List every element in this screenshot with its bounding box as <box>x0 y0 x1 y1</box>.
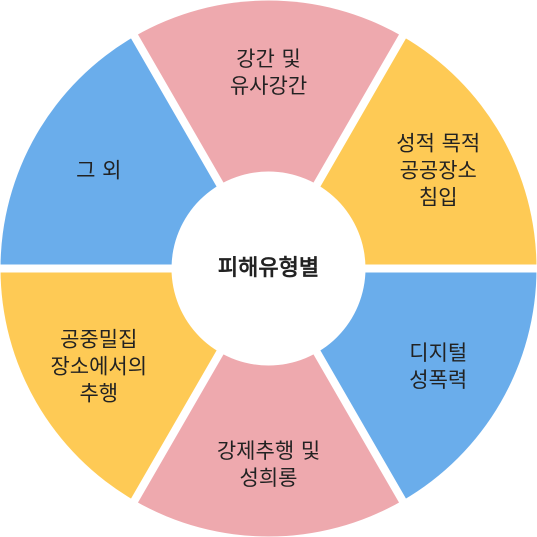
segment-label-line: 침입 <box>419 186 458 210</box>
segment-label-line: 디지털 <box>409 341 467 365</box>
segment-label-line: 추행 <box>79 382 118 406</box>
wheel-segment <box>134 268 403 537</box>
segment-label-line: 성폭력 <box>409 368 467 392</box>
segment-label-line: 강간 및 <box>236 47 301 71</box>
segment-label-line: 성희롱 <box>240 466 298 490</box>
center-label: 피해유형별 <box>218 256 319 281</box>
segment-label-line: 그 외 <box>76 159 121 183</box>
segment-label-line: 장소에서의 <box>50 355 147 379</box>
segment-label-line: 공중밀집 <box>60 328 137 352</box>
wheel-segment <box>134 0 403 269</box>
segment-label-line: 강제추행 및 <box>217 439 320 463</box>
segment-label-line: 성적 목적 <box>396 132 480 156</box>
center-circle <box>171 171 366 366</box>
segment-label: 그 외 <box>76 159 121 183</box>
segment-label-line: 공공장소 <box>400 159 477 183</box>
segment-label-line: 유사강간 <box>230 74 307 98</box>
